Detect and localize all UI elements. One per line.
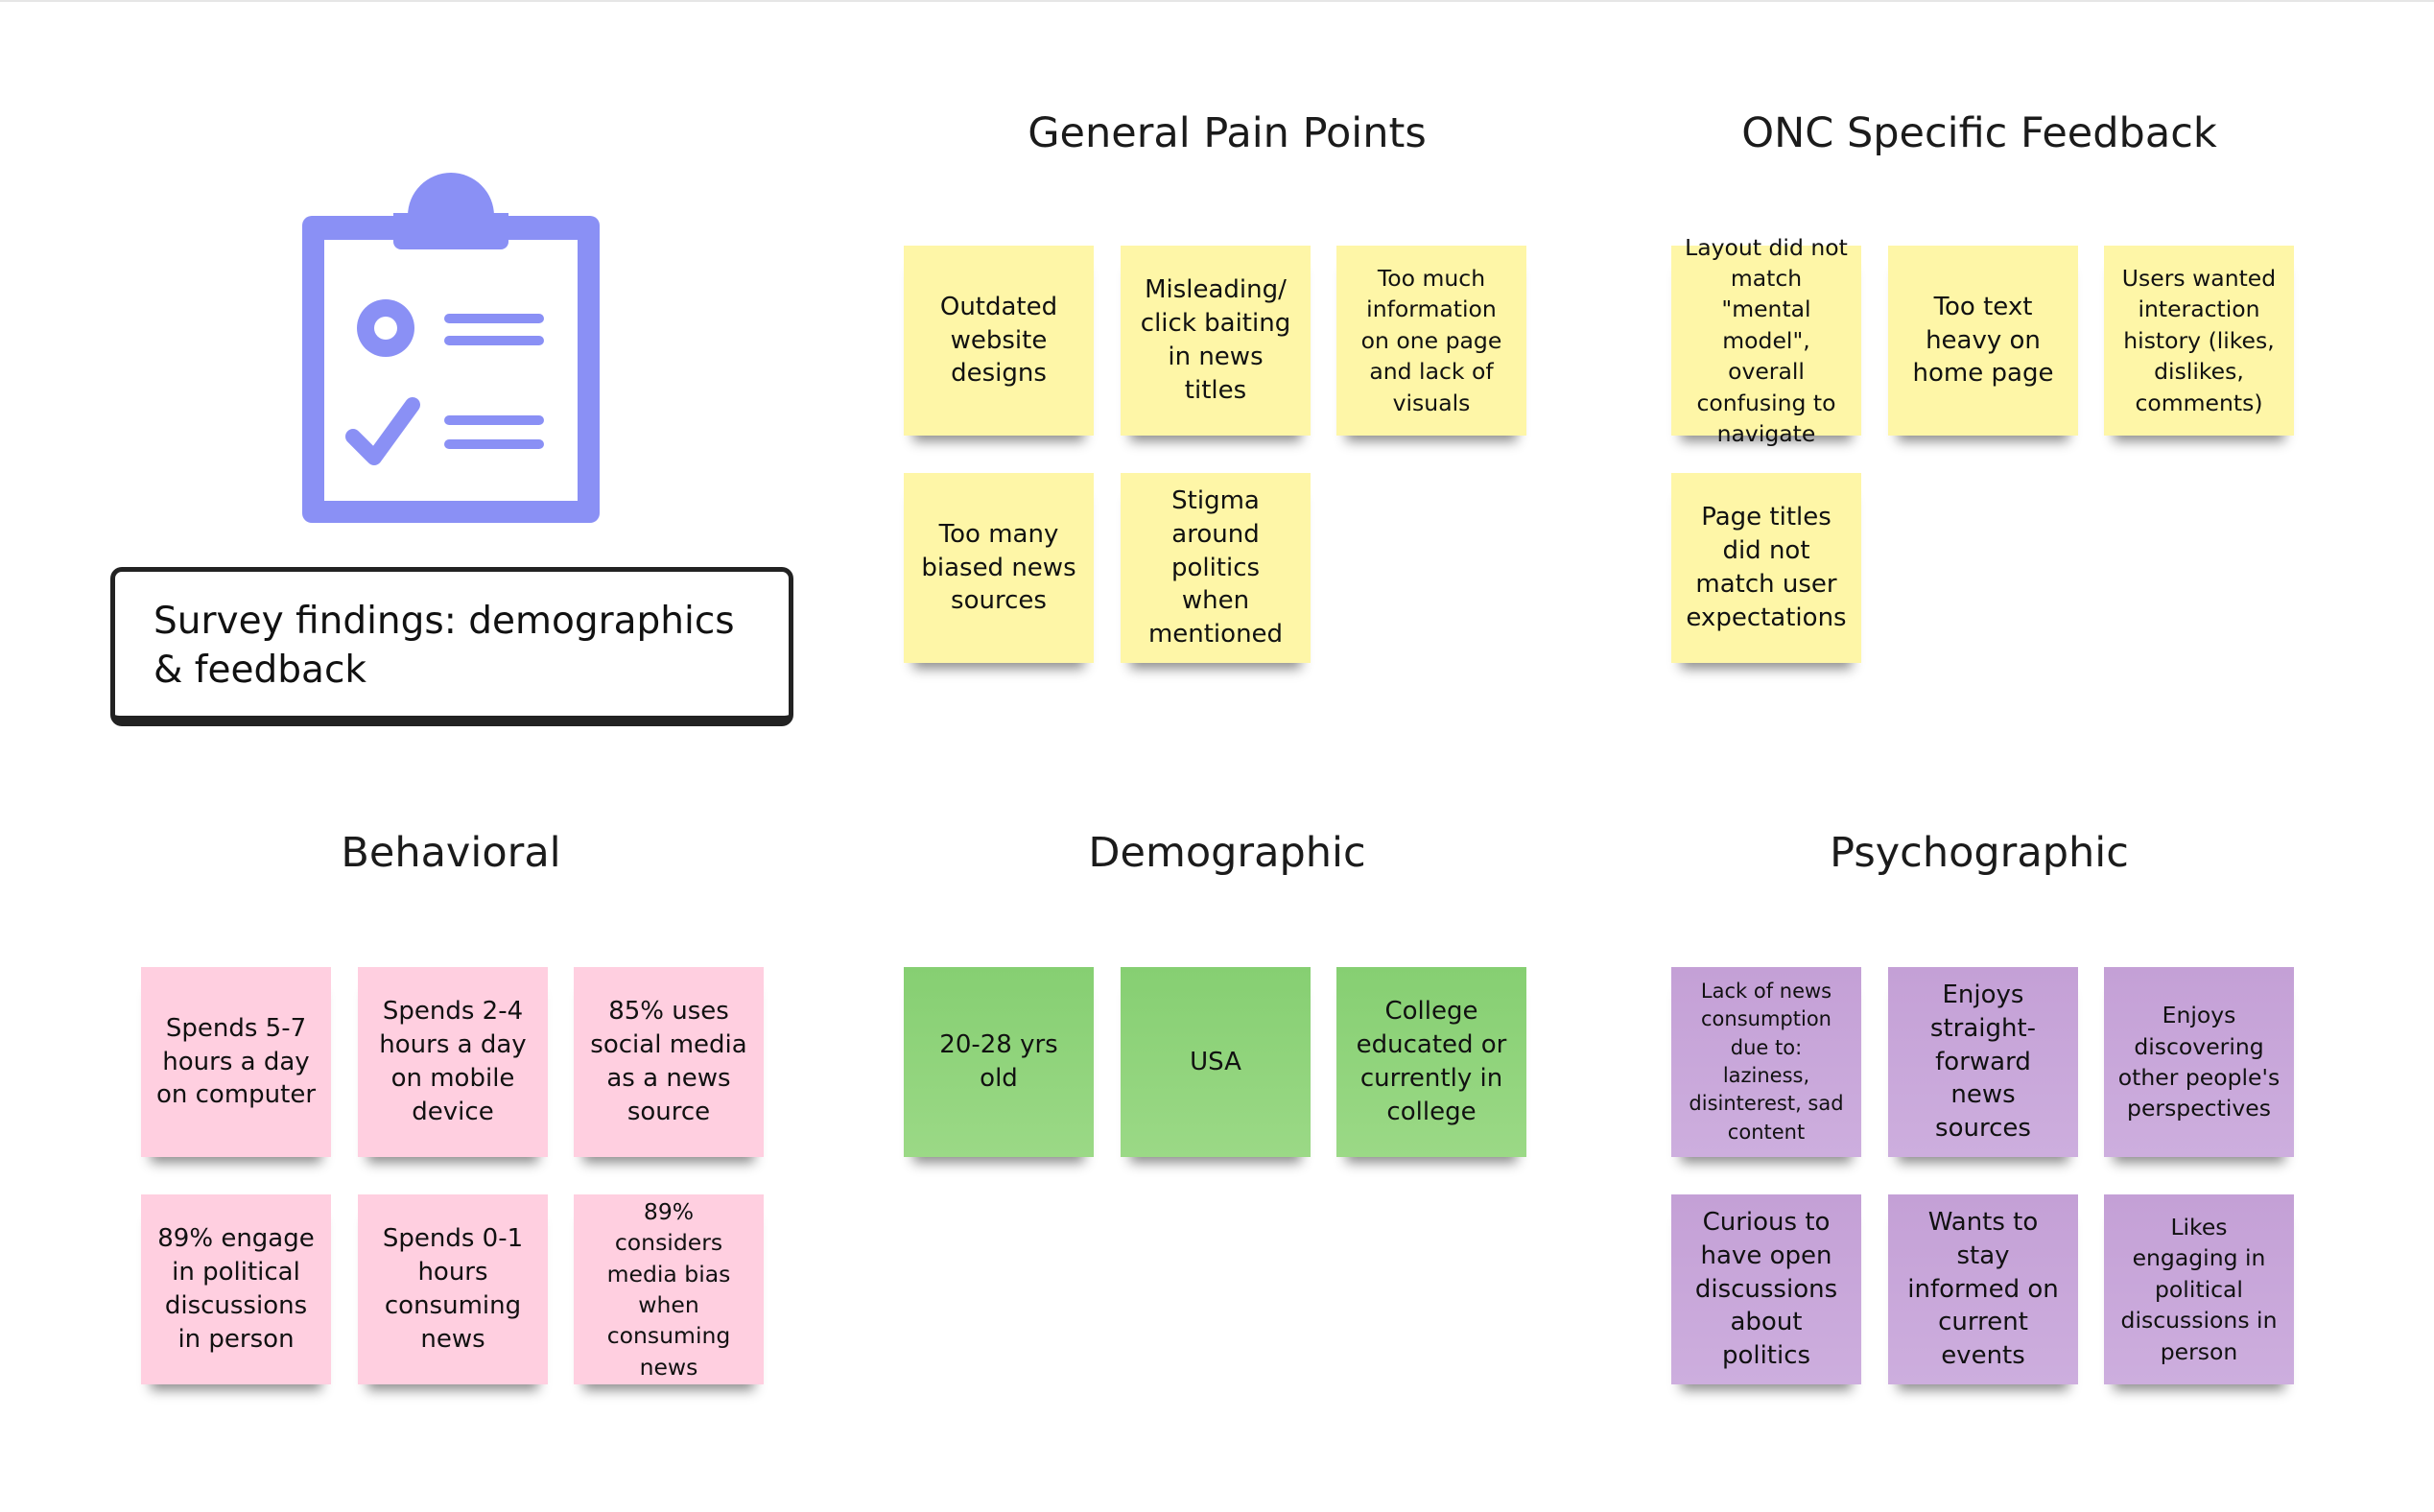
- sticky-note[interactable]: Lack of news consumption due to: lazines…: [1671, 967, 1861, 1157]
- heading-psychographic: Psychographic: [1830, 829, 2129, 877]
- sticky-note[interactable]: Too many biased news sources: [904, 473, 1094, 663]
- sticky-note[interactable]: USA: [1121, 967, 1311, 1157]
- heading-behavioral: Behavioral: [341, 829, 561, 877]
- sticky-note[interactable]: 89% considers media bias when consuming …: [574, 1194, 764, 1384]
- sticky-note[interactable]: Spends 5-7 hours a day on computer: [141, 967, 331, 1157]
- heading-general-pain-points: General Pain Points: [1028, 109, 1427, 157]
- sticky-note[interactable]: Enjoys discovering other people's perspe…: [2104, 967, 2294, 1157]
- sticky-note[interactable]: 89% engage in political discussions in p…: [141, 1194, 331, 1384]
- sticky-note[interactable]: Wants to stay informed on current events: [1888, 1194, 2078, 1384]
- sticky-note[interactable]: Misleading/ click baiting in news titles: [1121, 246, 1311, 436]
- sticky-note[interactable]: 85% uses social media as a news source: [574, 967, 764, 1157]
- sticky-note[interactable]: Spends 0-1 hours consuming news: [358, 1194, 548, 1384]
- sticky-note[interactable]: Users wanted interaction history (likes,…: [2104, 246, 2294, 436]
- heading-onc-specific-feedback: ONC Specific Feedback: [1741, 109, 2217, 157]
- sticky-note[interactable]: Spends 2-4 hours a day on mobile device: [358, 967, 548, 1157]
- sticky-note[interactable]: Stigma around politics when mentioned: [1121, 473, 1311, 663]
- canvas-top-border: [0, 0, 2434, 2]
- sticky-note[interactable]: Too text heavy on home page: [1888, 246, 2078, 436]
- sticky-note[interactable]: 20-28 yrs old: [904, 967, 1094, 1157]
- sticky-note[interactable]: Page titles did not match user expectati…: [1671, 473, 1861, 663]
- sticky-note[interactable]: Too much information on one page and lac…: [1336, 246, 1526, 436]
- sticky-note[interactable]: Likes engaging in political discussions …: [2104, 1194, 2294, 1384]
- sticky-note[interactable]: Layout did not match "mental model", ove…: [1671, 234, 1861, 447]
- sticky-note[interactable]: Outdated website designs: [904, 246, 1094, 436]
- heading-demographic: Demographic: [1088, 829, 1366, 877]
- sticky-note[interactable]: Curious to have open discussions about p…: [1671, 1194, 1861, 1384]
- sticky-note[interactable]: Enjoys straight-forward news sources: [1888, 967, 2078, 1157]
- board-title-card[interactable]: Survey findings: demographics & feedback: [110, 567, 793, 726]
- clipboard-checklist-icon: [302, 173, 600, 523]
- board-title-text: Survey findings: demographics & feedback: [154, 600, 735, 693]
- sticky-note[interactable]: College educated or currently in college: [1336, 967, 1526, 1157]
